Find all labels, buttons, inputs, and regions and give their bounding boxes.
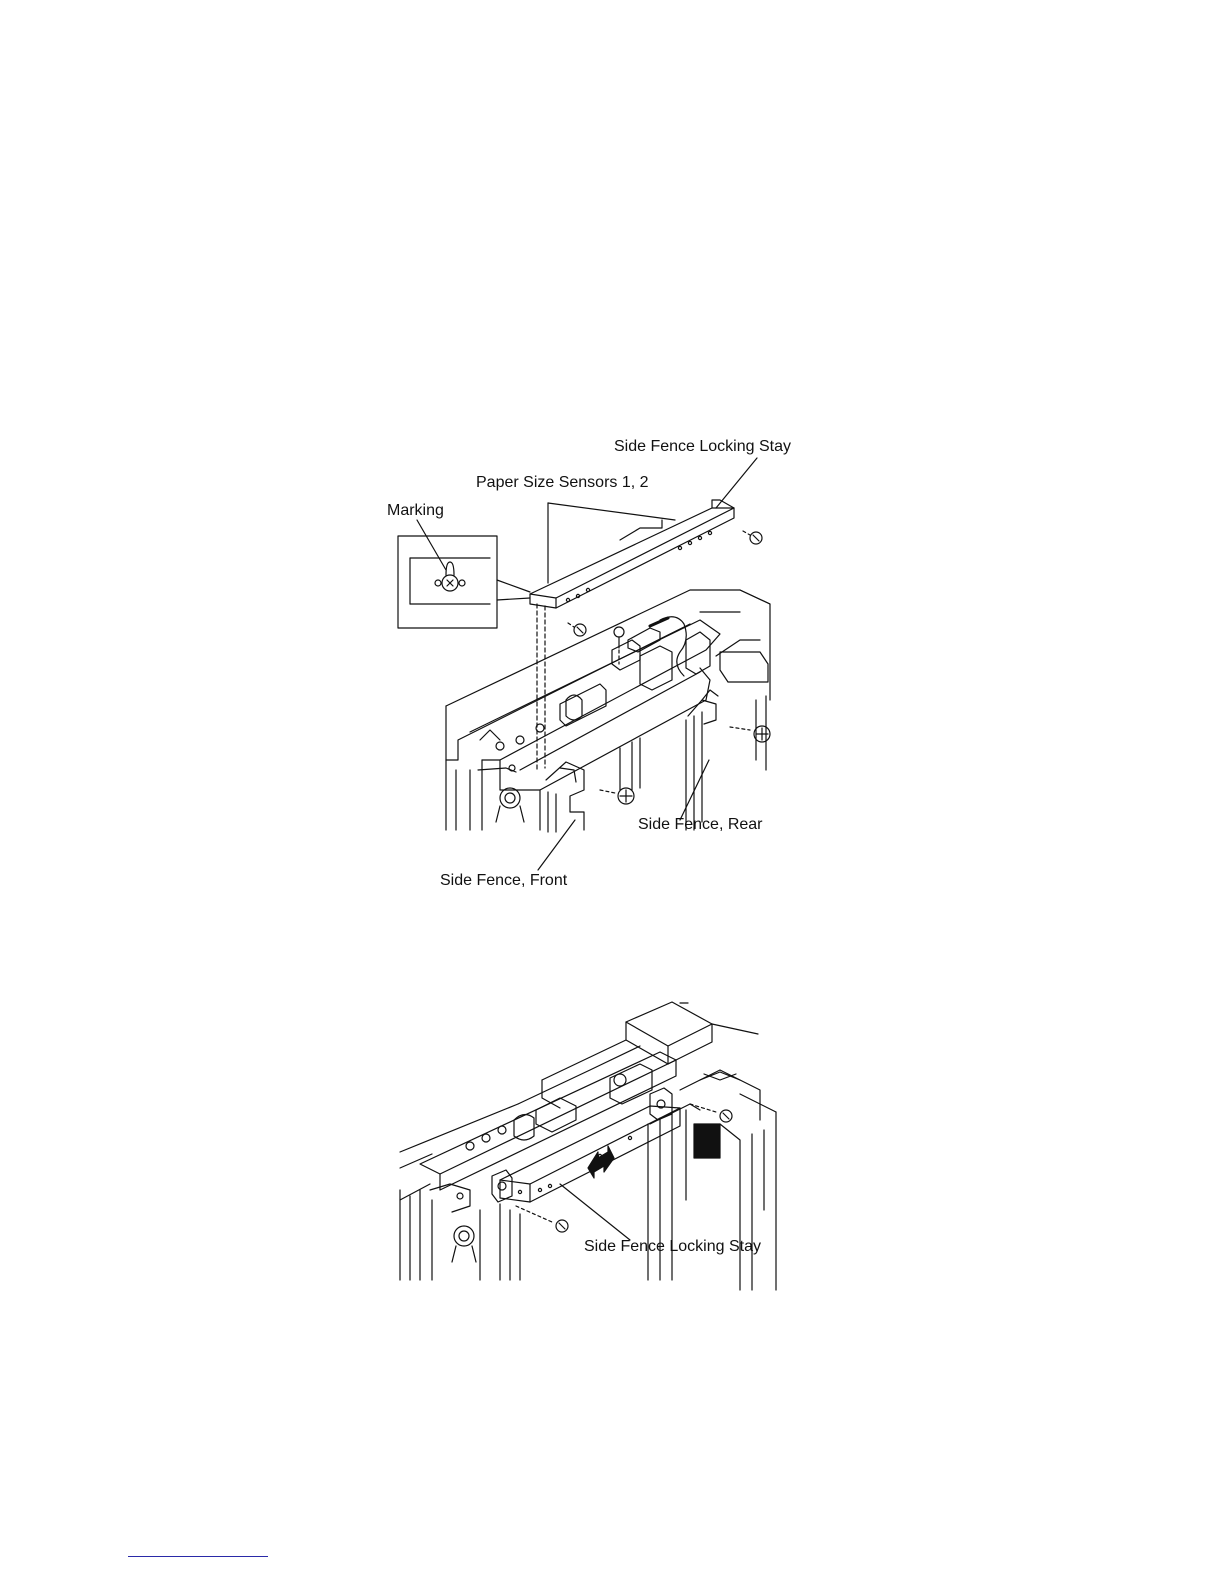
footer-rule — [128, 1556, 268, 1557]
label-side-fence-locking-stay-2: Side Fence Locking Stay — [584, 1238, 761, 1256]
